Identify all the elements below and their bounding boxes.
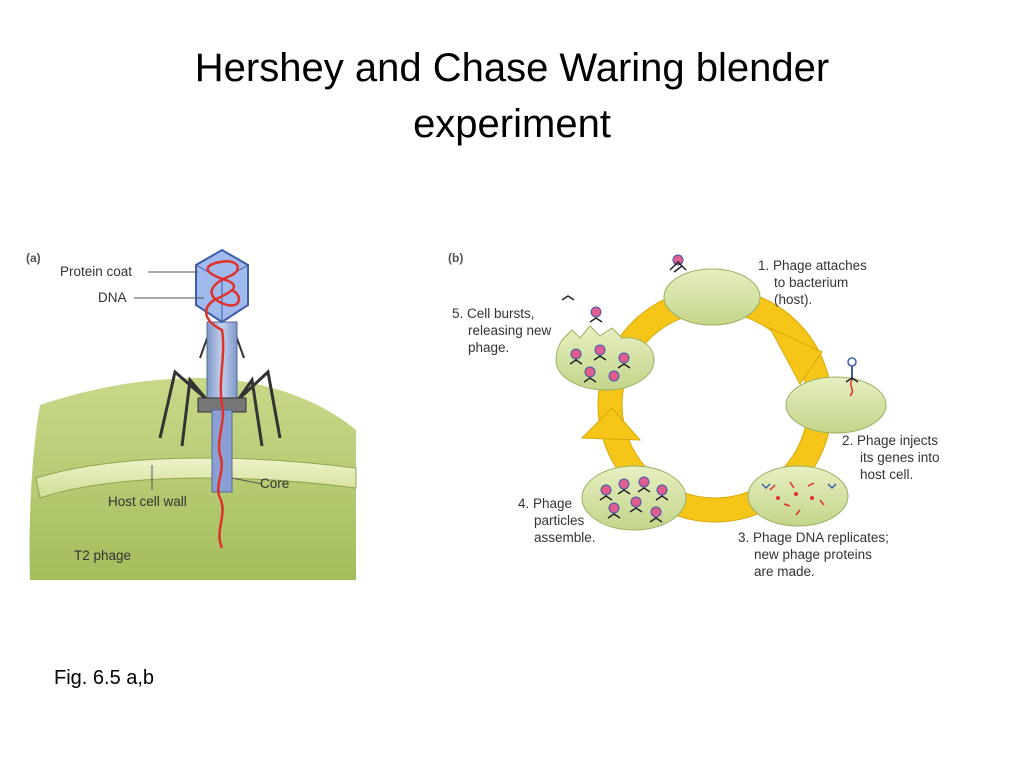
phage-proteins <box>776 492 814 500</box>
figure-caption: Fig. 6.5 a,b <box>54 667 155 689</box>
step-2-line-3: host cell. <box>860 467 913 482</box>
assembled-phages <box>599 476 669 523</box>
step-label-1: 1. Phage attaches to bacterium (host). <box>758 258 867 307</box>
label-core: Core <box>260 476 289 491</box>
cell-step-1 <box>663 268 761 326</box>
panel-a: (a) <box>26 248 357 580</box>
label-host-cell-wall: Host cell wall <box>108 494 187 509</box>
cycle-arrow-left <box>580 407 642 441</box>
host-cell-wall <box>35 457 357 499</box>
title-line-2: experiment <box>413 102 611 146</box>
panel-a-tag: (a) <box>26 251 41 265</box>
phage-dna <box>204 259 241 549</box>
label-t2-phage: T2 phage <box>74 548 131 563</box>
step-3-line-2: new phage proteins <box>754 547 872 562</box>
cell-step-5 <box>555 325 655 391</box>
label-protein-coat: Protein coat <box>60 264 132 279</box>
step-3-line-1: 3. Phage DNA replicates; <box>738 530 889 545</box>
phage-icon-2 <box>845 357 859 397</box>
step-2-line-2: its genes into <box>860 450 940 465</box>
step-4-line-3: assemble. <box>534 530 596 545</box>
step-5-line-1: 5. Cell bursts, <box>452 306 535 321</box>
label-dna: DNA <box>98 290 127 305</box>
step-4-line-1: 4. Phage <box>518 496 572 511</box>
step-1-line-3: (host). <box>774 292 812 307</box>
step-5-line-3: phage. <box>468 340 509 355</box>
cell-step-2 <box>785 376 887 434</box>
tail-fibers <box>158 369 282 447</box>
step-1-line-2: to bacterium <box>774 275 848 290</box>
title-line-1: Hershey and Chase Waring blender <box>194 46 830 90</box>
released-phages <box>561 295 631 383</box>
step-2-line-1: 2. Phage injects <box>842 433 938 448</box>
step-3-line-3: are made. <box>754 564 815 579</box>
panel-b-tag: (b) <box>448 251 463 265</box>
step-label-2: 2. Phage injects its genes into host cel… <box>842 433 940 482</box>
cell-step-3 <box>747 465 849 527</box>
step-4-line-2: particles <box>534 513 585 528</box>
phage-icon-1 <box>669 254 687 273</box>
step-1-line-1: 1. Phage attaches <box>758 258 867 273</box>
panel-b: (b) <box>448 251 940 579</box>
panel-a-leaders <box>134 271 263 490</box>
host-cell <box>29 377 357 580</box>
step-label-4: 4. Phage particles assemble. <box>518 496 596 545</box>
slide-title: Hershey and Chase Waring blender experim… <box>100 40 924 152</box>
replicating-dna <box>769 481 825 516</box>
step-label-3: 3. Phage DNA replicates; new phage prote… <box>738 530 889 579</box>
step-5-line-2: releasing new <box>468 323 552 338</box>
step-label-5: 5. Cell bursts, releasing new phage. <box>452 306 552 355</box>
cycle-arrow-right <box>768 326 823 385</box>
